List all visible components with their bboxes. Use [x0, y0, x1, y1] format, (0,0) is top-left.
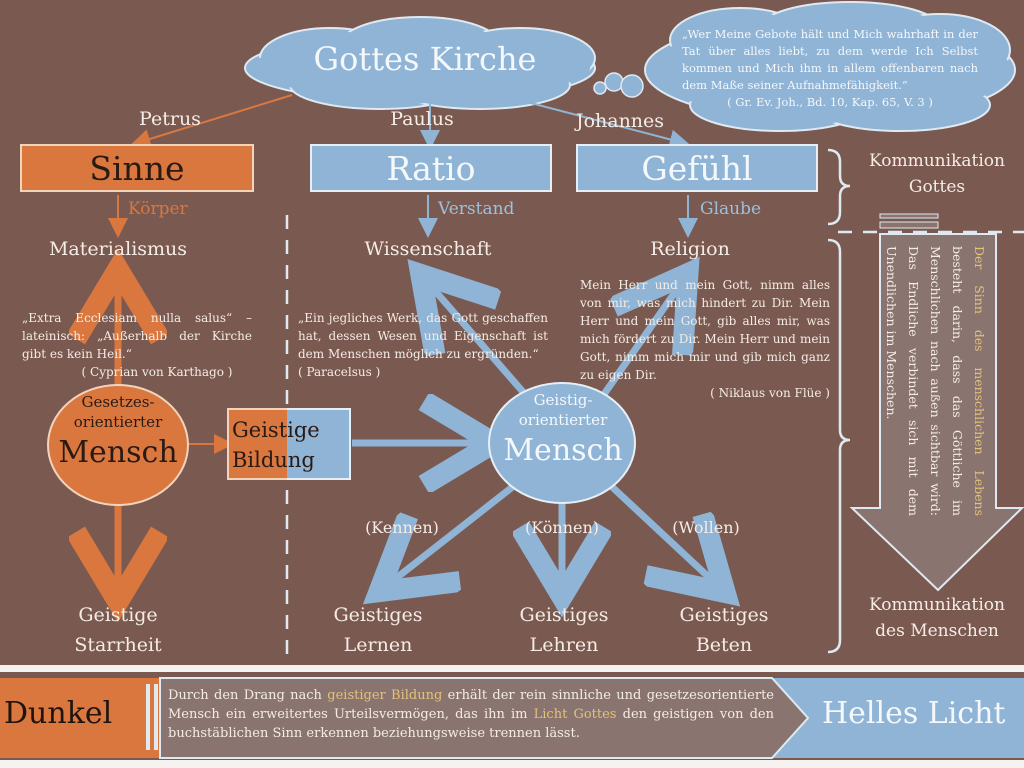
quote-cyprian-text: „Extra Ecclesiam nulla salus“ – lateinis… [22, 311, 252, 361]
circle-right-line2: orientierter [518, 411, 608, 429]
quote-niklaus: Mein Herr und mein Gott, nimm alles von … [580, 276, 830, 402]
box-ratio: Ratio [310, 144, 552, 192]
circle-right-line1: Geistig- [533, 391, 593, 409]
kommunikation-menschen-line2: des Menschen [875, 621, 999, 641]
footer-highlight-licht: Licht Gottes [533, 707, 617, 722]
label-geistiges-lehren: Geistiges Lehren [492, 600, 636, 660]
kommunikation-gottes: Kommunikation Gottes [850, 148, 1024, 200]
heading-materialismus: Materialismus [48, 238, 188, 260]
heading-religion: Religion [650, 238, 730, 260]
kommunikation-menschen-line1: Kommunikation [869, 595, 1005, 615]
beten-line1: Geistiges [679, 604, 769, 626]
kommunikation-gottes-line2: Gottes [908, 177, 966, 197]
label-geistiges-beten: Geistiges Beten [652, 600, 796, 660]
label-paulus: Paulus [390, 108, 454, 130]
quote-niklaus-text: Mein Herr und mein Gott, nimm alles von … [580, 278, 830, 382]
bildung-box-orange [227, 408, 287, 480]
label-koerper: Körper [128, 199, 188, 219]
quote-niklaus-source: ( Niklaus von Flüe ) [710, 386, 830, 400]
label-kennen: (Kennen) [365, 518, 439, 537]
quote-paracelsus-source: ( Paracelsus ) [298, 365, 381, 379]
starrheit-line2: Starrheit [74, 634, 162, 656]
label-petrus: Petrus [139, 108, 201, 130]
side-text-highlight: Der Sinn des menschlichen Lebens [972, 246, 987, 516]
top-quote-source: ( Gr. Ev. Joh., Bd. 10, Kap. 65, V. 3 ) [727, 95, 933, 109]
beten-line2: Beten [695, 634, 753, 656]
label-geistiges-lernen: Geistiges Lernen [306, 600, 450, 660]
box-gefuehl: Gefühl [576, 144, 818, 192]
label-johannes: Johannes [575, 110, 665, 132]
label-geistige-starrheit: Geistige Starrheit [40, 600, 196, 660]
label-glaube: Glaube [700, 199, 762, 219]
bildung-line1: Geistige [232, 418, 320, 442]
bildung-box-blue [287, 408, 351, 480]
starrheit-line1: Geistige [78, 604, 158, 626]
kommunikation-menschen: Kommunikation des Menschen [850, 592, 1024, 644]
label-koennen: (Können) [524, 518, 600, 537]
quote-paracelsus-text: „Ein jegliches Werk, das Gott geschaffen… [298, 311, 548, 361]
lernen-line2: Lernen [343, 634, 413, 656]
top-quote-text: „Wer Meine Gebote hält und Mich wahrhaft… [682, 27, 978, 92]
label-dunkel: Dunkel [4, 696, 113, 731]
kommunikation-gottes-line1: Kommunikation [869, 151, 1005, 171]
lernen-line1: Geistiges [333, 604, 423, 626]
quote-paracelsus: „Ein jegliches Werk, das Gott geschaffen… [298, 309, 548, 381]
quote-cyprian-source: ( Cyprian von Karthago ) [81, 365, 233, 379]
circle-gesetzesorientiert: Gesetzes- orientierter Mensch [48, 392, 188, 474]
label-verstand: Verstand [438, 199, 515, 219]
label-wollen: (Wollen) [672, 518, 740, 537]
circle-left-line2: orientierter [73, 413, 163, 431]
bildung-label: Geistige Bildung [232, 415, 352, 475]
footer-highlight-bildung: geistiger Bildung [327, 688, 443, 703]
circle-left-line1: Gesetzes- [81, 393, 155, 411]
side-text: Der Sinn des menschlichen Lebens besteht… [884, 246, 990, 516]
cloud-title: Gottes Kirche [313, 40, 537, 78]
box-sinne: Sinne [20, 144, 254, 192]
top-quote: „Wer Meine Gebote hält und Mich wahrhaft… [682, 26, 978, 111]
quote-cyprian: „Extra Ecclesiam nulla salus“ – lateinis… [22, 309, 252, 381]
footer-text-c: den geistigen von den buchstäblichen Sin… [168, 707, 774, 741]
lehren-line1: Geistiges [519, 604, 609, 626]
circle-left-line3: Mensch [58, 435, 178, 470]
lehren-line2: Lehren [529, 634, 599, 656]
circle-right-line3: Mensch [503, 433, 623, 468]
bildung-line2: Bildung [232, 448, 315, 472]
footer-text: Durch den Drang nach geistiger Bildung e… [168, 686, 774, 743]
footer-text-a: Durch den Drang nach [168, 688, 322, 703]
side-text-body: besteht darin, dass das Göttliche im Men… [884, 246, 965, 516]
circle-geistigorientiert: Geistig- orientierter Mensch [490, 390, 636, 472]
footer-text-b: erhält der rein sinnliche und gesetzesor… [168, 688, 774, 722]
heading-wissenschaft: Wissenschaft [364, 238, 492, 260]
big-down-arrow [849, 213, 1024, 592]
label-helles-licht: Helles Licht [822, 696, 1006, 731]
